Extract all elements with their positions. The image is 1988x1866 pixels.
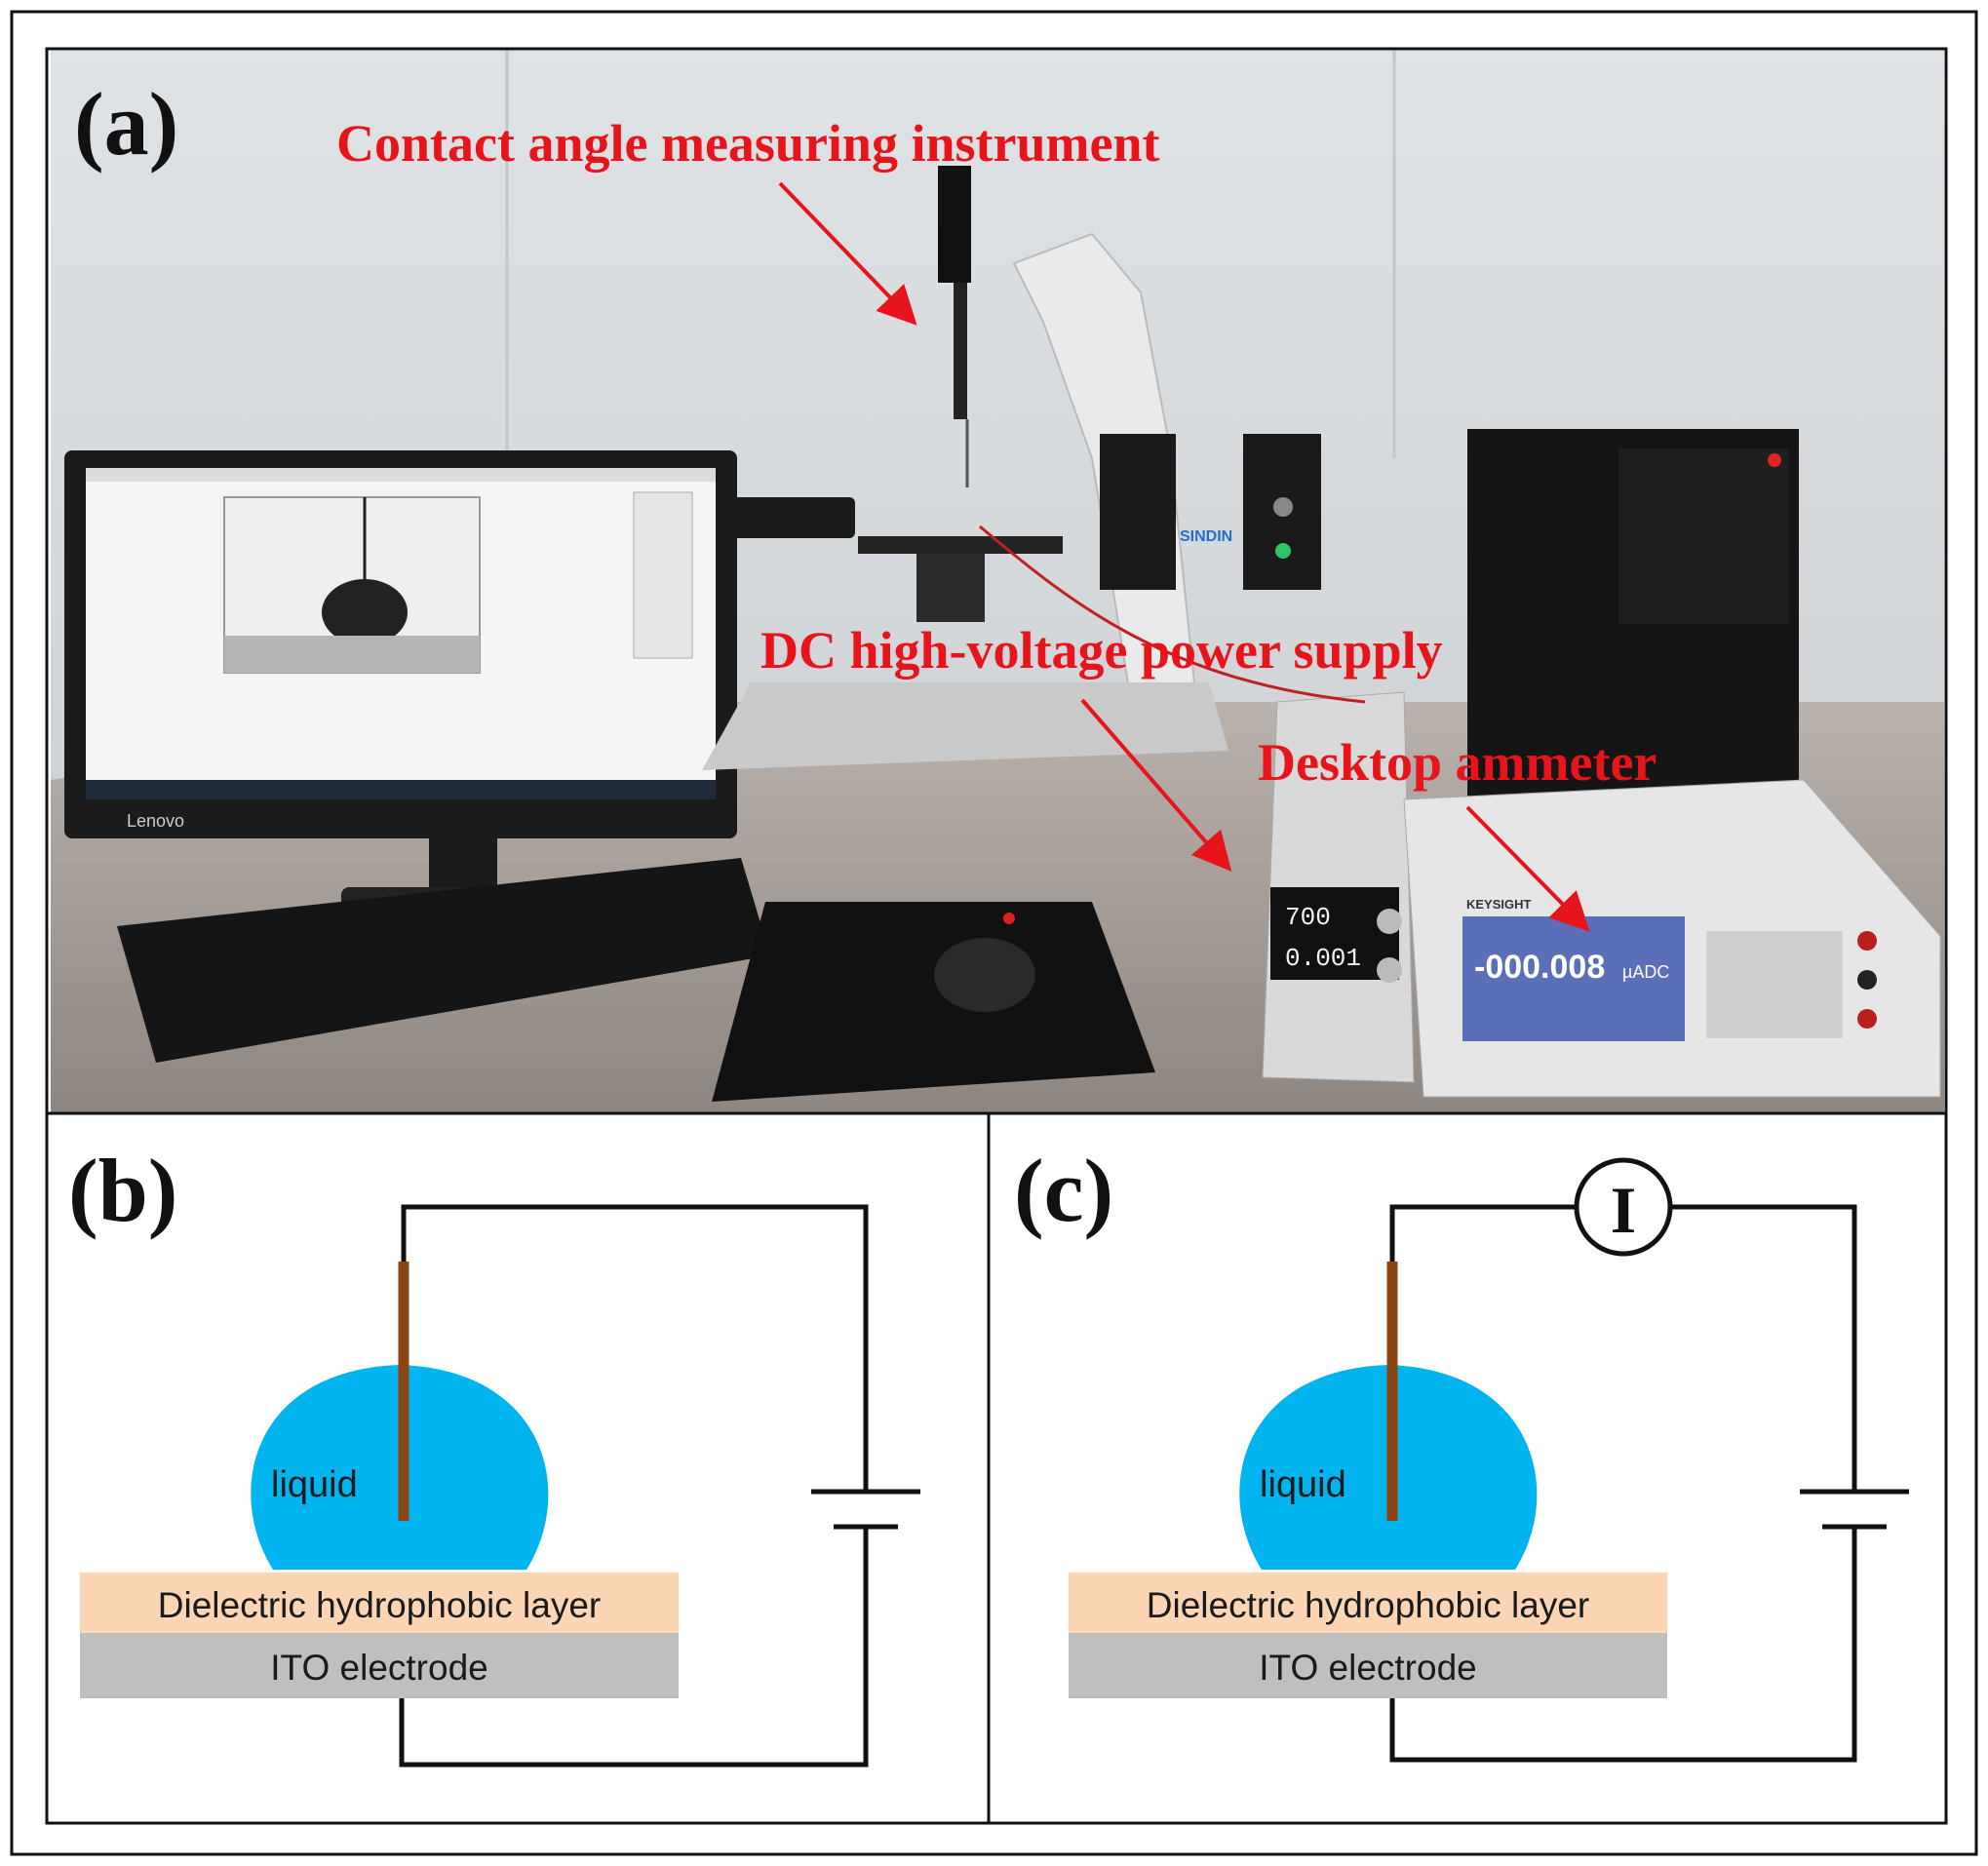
- left-control-box: [1100, 434, 1176, 590]
- arrow-dc-power: [1080, 698, 1232, 873]
- inner-frame: [45, 47, 1948, 1825]
- dielectric-layer: [80, 1573, 679, 1633]
- ammeter-brand: KEYSIGHT: [1466, 897, 1532, 912]
- test-lead: [979, 525, 1366, 704]
- stage-lift: [916, 554, 985, 622]
- pc-power-button: [1768, 453, 1781, 467]
- desktop-ammeter: KEYSIGHT -000.008 µADC: [1403, 779, 1941, 1098]
- current-knob: [1377, 957, 1402, 983]
- syringe: [954, 283, 967, 419]
- arrow-ammeter: [1465, 805, 1590, 932]
- power-supply-display: [1270, 887, 1399, 980]
- mouse-led: [1003, 913, 1015, 924]
- contact-angle-instrument: SINDIN: [702, 166, 1321, 770]
- dc-power-supply: 700 0.001: [1262, 691, 1415, 1083]
- callout-ammeter: Desktop ammeter: [1258, 733, 1657, 792]
- keyboard: [117, 858, 770, 1063]
- ammeter-symbol: [1574, 1157, 1673, 1257]
- monitor-brand: Lenovo: [127, 811, 184, 831]
- power-supply-voltage: 700: [1285, 903, 1331, 932]
- arrow-contact-angle: [778, 181, 917, 326]
- ito-electrode-label: ITO electrode: [1259, 1648, 1476, 1688]
- ammeter-unit: µADC: [1622, 962, 1669, 982]
- panel-b: (b) liquid Dielectric hydrophobic layer …: [68, 1141, 920, 1768]
- side-controls: [633, 491, 693, 659]
- callout-dc-power: DC high-voltage power supply: [760, 621, 1443, 680]
- ammeter-terminal: [1857, 931, 1877, 951]
- ito-electrode: [80, 1633, 679, 1698]
- instrument-brand: SINDIN: [1180, 528, 1232, 545]
- circuit-wire-bottom: [1389, 1524, 1857, 1763]
- callout-contact-angle: Contact angle measuring instrument: [336, 114, 1159, 173]
- panel-a-label: (a): [74, 74, 178, 174]
- ito-electrode: [1069, 1633, 1667, 1698]
- ammeter-terminal: [1857, 970, 1877, 990]
- circuit-wire-bottom: [399, 1524, 869, 1768]
- circuit-wire-top-left: [1389, 1204, 1579, 1264]
- circuit-wire-top-right: [1667, 1204, 1857, 1495]
- power-led: [1275, 543, 1291, 559]
- ammeter-symbol-label: I: [1611, 1173, 1636, 1247]
- dielectric-layer-label: Dielectric hydrophobic layer: [158, 1585, 601, 1625]
- mouse-pad: [712, 902, 1155, 1102]
- camera-lens: [723, 497, 855, 538]
- circuit-wire-top: [401, 1204, 869, 1495]
- panel-c: (c) I liquid Dielectric hydrophobic laye…: [1014, 1141, 1909, 1763]
- knob: [1273, 497, 1293, 517]
- dielectric-layer-label: Dielectric hydrophobic layer: [1147, 1585, 1589, 1625]
- panel-a: Lenovo SINDIN: [51, 49, 1944, 1113]
- ammeter-reading: -000.008: [1474, 949, 1605, 986]
- substrate-image: [224, 636, 480, 673]
- pc-drive-bay: [1618, 448, 1789, 624]
- ammeter-terminal: [1857, 1009, 1877, 1029]
- voltage-knob: [1377, 909, 1402, 934]
- instrument-base: [702, 682, 1228, 770]
- taskbar: [86, 780, 716, 799]
- panel-b-label: (b): [68, 1141, 177, 1240]
- mouse: [934, 938, 1035, 1012]
- software-menubar: [86, 468, 716, 482]
- ammeter-keypad: [1706, 931, 1843, 1038]
- sample-stage: [858, 536, 1063, 554]
- dosing-unit: [938, 166, 971, 283]
- drop-image: [322, 579, 408, 645]
- panel-c-label: (c): [1014, 1141, 1113, 1240]
- ito-electrode-label: ITO electrode: [270, 1648, 487, 1688]
- dielectric-layer: [1069, 1573, 1667, 1633]
- drop-label: liquid: [271, 1464, 358, 1505]
- ammeter-screen: [1462, 916, 1685, 1041]
- drop-label: liquid: [1260, 1464, 1346, 1505]
- power-supply-current: 0.001: [1285, 944, 1361, 973]
